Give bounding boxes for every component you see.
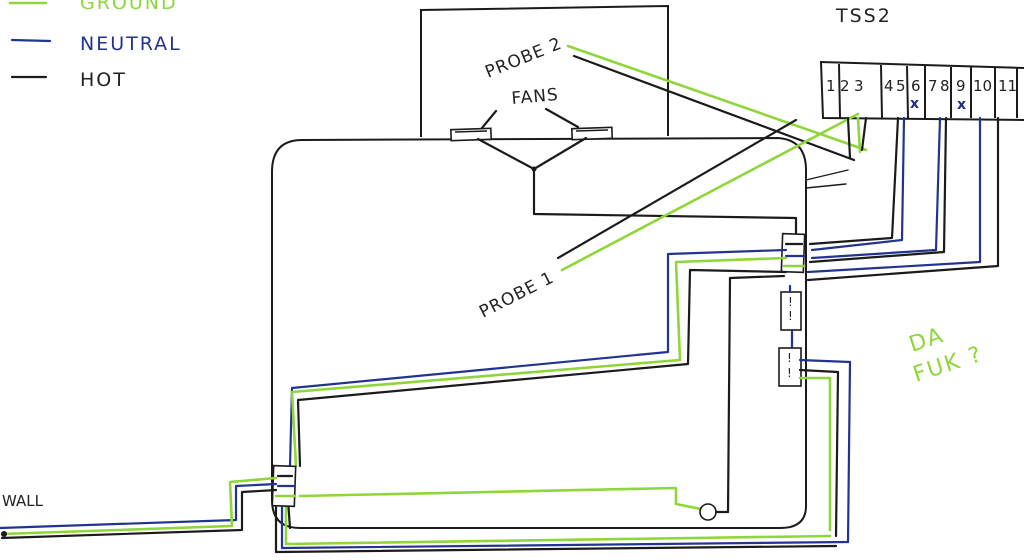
outlet-lower — [778, 347, 802, 387]
fan-left — [450, 127, 493, 142]
fan-chamber-outline — [420, 4, 669, 137]
legend-neutral-swatch — [10, 38, 52, 43]
tss2-label: TSS2 — [835, 5, 892, 27]
svg-text:!: ! — [787, 351, 792, 365]
probe-1-label: PROBE 1 — [476, 268, 557, 323]
terminal-6: 6 — [911, 77, 921, 95]
terminal-1: 1 — [826, 77, 836, 95]
terminal-2: 2 — [840, 77, 850, 95]
legend-ground-label: GROUND — [80, 0, 178, 14]
fans-label: FANS — [511, 85, 560, 109]
svg-text:!: ! — [788, 309, 793, 323]
tss2-controller: TSS2 1 2 3 4 5 6 7 8 9 10 11 x x — [819, 5, 1024, 121]
probe-2-label: PROBE 2 — [482, 34, 565, 83]
terminal-8: 8 — [940, 77, 950, 95]
terminal-9: 9 — [956, 77, 966, 95]
terminal-11: 11 — [998, 77, 1017, 95]
legend-neutral-label: NEUTRAL — [80, 33, 182, 55]
terminal-4: 4 — [884, 77, 894, 95]
terminal-5: 5 — [896, 77, 906, 95]
fans: FANS — [450, 85, 798, 236]
legend: GROUND NEUTRAL HOT — [8, 0, 182, 91]
margin-note: DA FUK ? — [906, 323, 986, 388]
terminal-9-mark: x — [957, 97, 966, 113]
pilot-light — [699, 503, 717, 521]
legend-hot-label: HOT — [80, 69, 127, 91]
main-enclosure-outline — [271, 136, 807, 529]
terminal-3: 3 — [854, 77, 864, 95]
terminal-10: 10 — [973, 77, 992, 95]
fan-right — [571, 126, 614, 141]
wall-label: WALL — [2, 492, 44, 510]
margin-note-line-1: DA — [906, 323, 948, 358]
svg-text:!: ! — [787, 366, 792, 380]
svg-text:!: ! — [788, 295, 793, 309]
terminal-7: 7 — [928, 77, 938, 95]
terminal-6-mark: x — [910, 96, 919, 112]
